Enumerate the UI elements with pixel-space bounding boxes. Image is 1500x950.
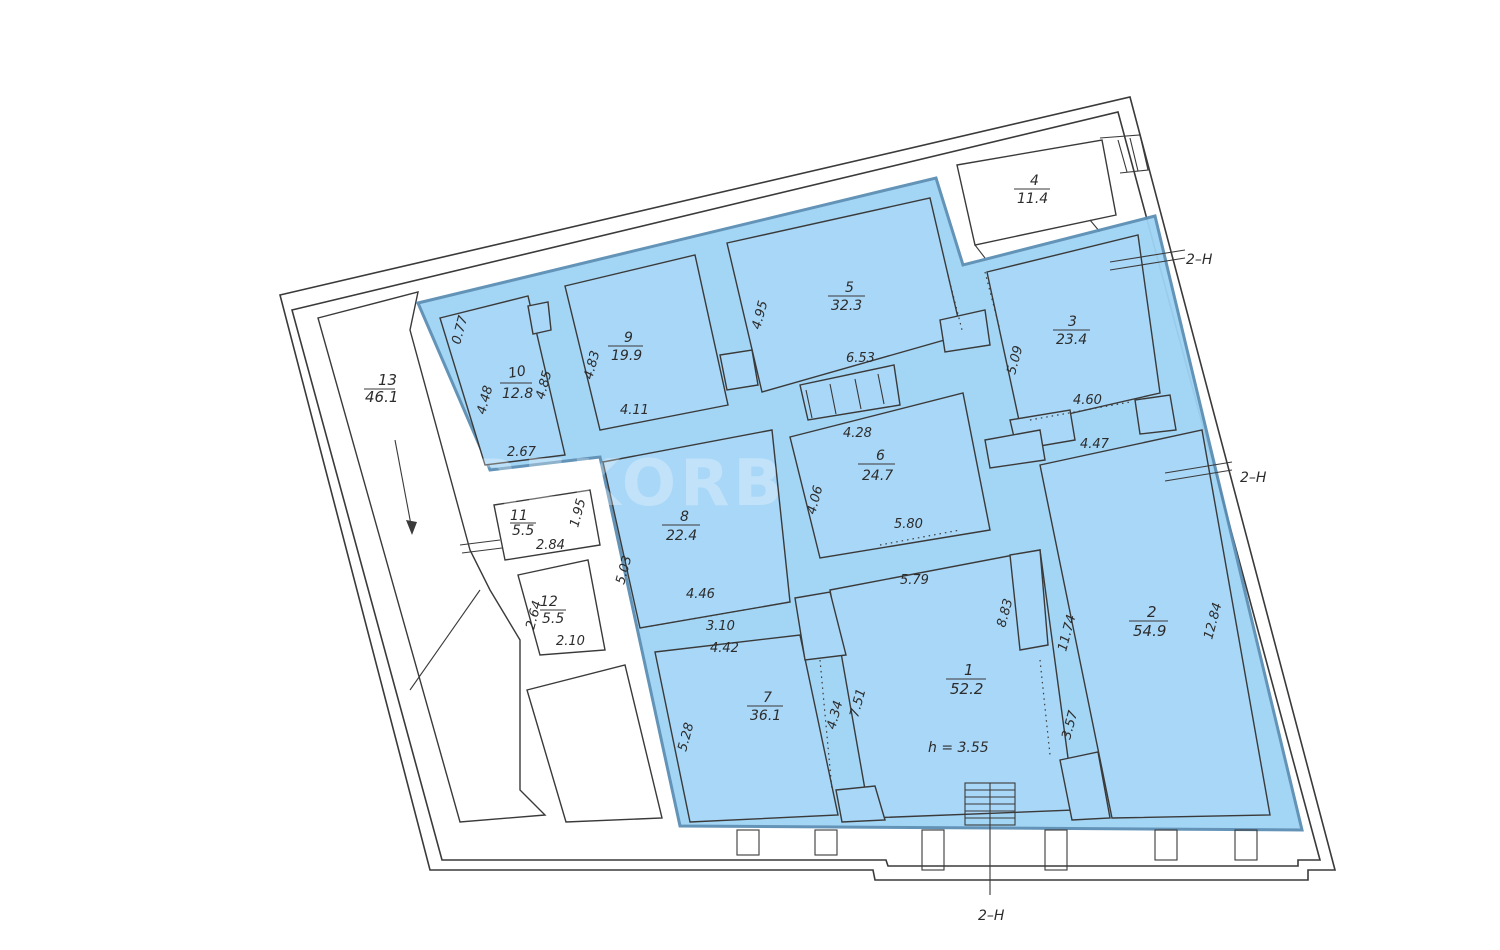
room-10-id: 10: [507, 363, 527, 382]
room-11-id: 11: [510, 508, 528, 524]
bottom-openings: [736, 249, 1258, 895]
room-13: [317, 291, 547, 823]
dim-r1-top: 5.79: [900, 573, 929, 588]
room-13-id: 13: [378, 371, 397, 389]
dim-r9-bottom: 4.11: [620, 403, 649, 418]
dim-r10-bottom: 2.67: [507, 445, 537, 460]
dim-r6-bottom: 5.80: [894, 517, 923, 532]
room-labels: 13 46.1 10 12.8 9 19.9 5 32.3 3 23.4 4 1…: [365, 173, 1166, 724]
dim-r7-left: 5.28: [675, 721, 697, 753]
room-4-id: 4: [1030, 173, 1039, 189]
ceiling-height: h = 3.55: [928, 740, 989, 756]
room-12-area: 5.5: [542, 611, 564, 627]
dim-r3-left: 5.09: [1004, 344, 1026, 376]
room-9-area: 19.9: [611, 348, 642, 364]
arrow-shaft: [394, 439, 413, 531]
dim-r7-top: 3.10: [706, 619, 735, 634]
room-3-area: 23.4: [1056, 332, 1087, 348]
dim-r1-left: 7.51: [847, 687, 869, 719]
dim-r7-right: 4.34: [824, 699, 846, 731]
room-1-id: 1: [964, 661, 974, 679]
room-5-area: 32.3: [831, 298, 862, 314]
room-8-area: 22.4: [666, 528, 697, 544]
dim-r8-bottom: 4.46: [686, 587, 715, 602]
room-8-id: 8: [680, 509, 689, 525]
room-10-area: 12.8: [502, 386, 533, 402]
exit-right-mid: 2–Н: [1240, 470, 1267, 486]
room-12-id: 12: [540, 594, 558, 610]
dim-r2-inner: 3.57: [1059, 708, 1081, 741]
dim-r6-left: 4.06: [804, 484, 826, 516]
dim-r6-top: 4.28: [843, 426, 872, 441]
dim-r11-bottom: 2.84: [536, 538, 565, 553]
dim-r7-top2: 4.42: [710, 641, 739, 656]
lower-left-rooms: [459, 489, 663, 823]
room-6-id: 6: [876, 448, 885, 464]
dim-r10-top: 0.77: [449, 313, 471, 346]
dim-r5-left: 4.95: [749, 299, 771, 331]
room-13-area: 46.1: [365, 388, 398, 406]
exit-labels: 2–Н 2–Н 2–Н: [978, 252, 1267, 924]
exit-right-top: 2–Н: [1186, 252, 1213, 268]
room-4-area: 11.4: [1017, 191, 1048, 207]
room-7-id: 7: [763, 690, 772, 706]
room-9-id: 9: [624, 330, 633, 346]
doorway-lines: [639, 271, 1131, 791]
room-2-id: 2: [1147, 603, 1157, 621]
room-2-area: 54.9: [1133, 622, 1166, 640]
room-1-area: 52.2: [950, 680, 983, 698]
dim-r2-top: 4.47: [1080, 437, 1110, 452]
dim-r9-left: 4.83: [581, 349, 603, 381]
room-6-area: 24.7: [862, 468, 893, 484]
dim-r8-left: 5.03: [613, 554, 635, 586]
watermark: REKORB: [470, 447, 786, 521]
dim-r12-bottom: 2.10: [556, 634, 585, 649]
stairs: [964, 782, 1016, 895]
room-7-area: 36.1: [750, 708, 781, 724]
dim-r1-right: 8.83: [994, 597, 1016, 629]
label-bars: [364, 188, 1168, 707]
dim-r5-bottom: 6.53: [846, 351, 875, 366]
room-5-id: 5: [845, 280, 854, 296]
interior-rooms: [439, 197, 1271, 823]
dimension-labels: 0.77 4.48 4.85 2.67 4.83 4.11 4.95 6.53 …: [449, 299, 1225, 753]
room-11-area: 5.5: [512, 523, 534, 539]
room-3-id: 3: [1068, 314, 1077, 330]
dim-r10-right: 4.85: [533, 369, 555, 401]
dim-r3-bottom: 4.60: [1073, 393, 1102, 408]
exit-bottom: 2–Н: [978, 908, 1005, 924]
dim-r11-right: 1.95: [567, 497, 589, 529]
dim-r12-left: 2.64: [523, 599, 545, 631]
dim-r10-left: 4.48: [474, 384, 496, 416]
arrow-head-icon: [406, 520, 417, 535]
